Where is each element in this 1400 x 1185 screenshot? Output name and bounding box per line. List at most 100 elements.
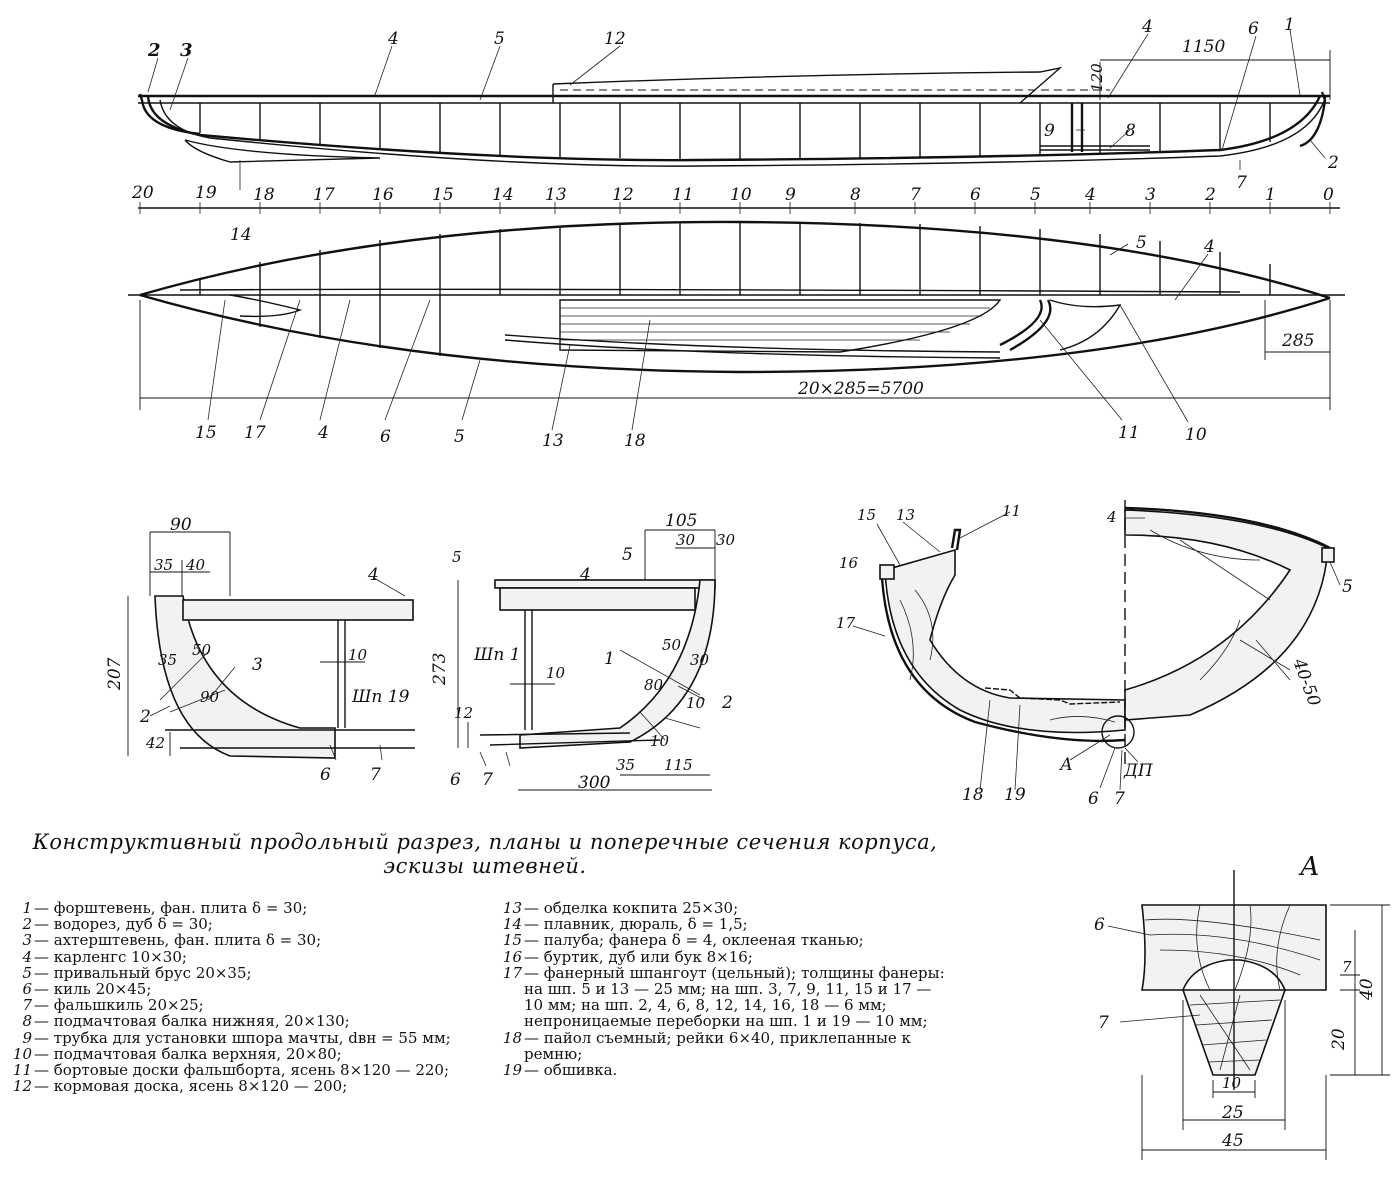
figure-caption: Конструктивный продольный разрез, планы …	[0, 830, 970, 878]
svg-text:1: 1	[604, 649, 615, 669]
svg-text:7: 7	[482, 770, 493, 790]
svg-text:5: 5	[452, 548, 462, 566]
legend-item: 15— палуба; фанера δ = 4, оклееная ткань…	[502, 931, 864, 950]
svg-text:40: 40	[1357, 978, 1377, 1001]
svg-text:10: 10	[348, 646, 368, 664]
svg-text:10: 10	[1222, 1074, 1242, 1092]
legend-item: 1— форштевень, фан. плита δ = 30;	[22, 899, 308, 917]
svg-text:5: 5	[494, 29, 505, 49]
svg-text:6: 6	[380, 427, 391, 447]
svg-text:6: 6	[320, 765, 331, 785]
svg-text:4: 4	[579, 565, 591, 585]
legend-item: 5— привальный брус 20×35;	[22, 963, 252, 982]
detail-a-title: А	[1300, 852, 1320, 882]
detail-a-mark	[1101, 715, 1135, 749]
svg-text:25: 25	[1221, 1103, 1244, 1123]
svg-text:2: 2	[1327, 153, 1339, 173]
svg-text:13: 13	[542, 431, 564, 451]
svg-text:285: 285	[1281, 331, 1314, 351]
dim-1150	[1100, 50, 1331, 100]
svg-text:273: 273	[430, 653, 450, 686]
bow-keel	[479, 732, 661, 746]
svg-text:20: 20	[1329, 1028, 1349, 1051]
svg-text:40: 40	[185, 556, 206, 574]
svg-text:12: 12	[612, 185, 634, 205]
legend-item: 7— фальшкиль 20×25;	[22, 996, 204, 1015]
svg-text:3: 3	[1145, 185, 1156, 205]
dim-5700	[139, 300, 1331, 410]
deck-15	[1124, 506, 1331, 550]
svg-text:80: 80	[644, 676, 664, 694]
profile-callouts: 2 3 4 5 12 4 1150 6 1 120 9 8 2 7 14	[147, 15, 1339, 245]
svg-text:12: 12	[604, 29, 626, 49]
plan-outline-lower	[139, 293, 1331, 374]
legend-item: 3— ахтерштевень, фан. плита δ = 30;	[22, 931, 322, 950]
svg-text:2: 2	[721, 693, 733, 713]
svg-text:4: 4	[367, 565, 379, 585]
coaming-side-11	[950, 528, 962, 551]
legend-item: 6— киль 20×45;	[22, 980, 152, 999]
svg-text:10: 10	[1185, 425, 1207, 445]
floorboards-18	[984, 687, 1121, 705]
svg-text:50: 50	[192, 641, 212, 659]
legend-item: 12— кормовая доска, ясень 8×120 — 200;	[12, 1077, 348, 1096]
legend-item: 8— подмачтовая балка нижняя, 20×130;	[22, 1012, 350, 1031]
svg-text:2: 2	[1204, 185, 1216, 205]
legend-item: 13— обделка кокпита 25×30;	[502, 899, 739, 917]
svg-text:7: 7	[1342, 958, 1352, 976]
deck-torn-fwd	[1049, 299, 1122, 351]
stern-post-sketch: 90 35 40 207 35 50 90 42 10 4 3 2 Шп 19 …	[105, 515, 415, 785]
construction-drawing: 20 19 18 17 16 15 14 13 12 11 10 9 8 7 6…	[105, 15, 1353, 809]
stern-post	[138, 93, 201, 136]
legend-item: 17— фанерный шпангоут (цельный); толщины…	[502, 963, 945, 1031]
svg-text:42: 42	[145, 734, 165, 752]
svg-text:2: 2	[139, 707, 151, 727]
svg-text:ДП: ДП	[1123, 761, 1154, 781]
svg-text:10: 10	[546, 664, 566, 682]
svg-text:18: 18	[624, 431, 646, 451]
svg-text:20: 20	[131, 183, 154, 203]
svg-text:15: 15	[857, 506, 876, 524]
svg-text:9: 9	[1044, 121, 1055, 141]
svg-text:6: 6	[1248, 19, 1259, 39]
frame-right	[1124, 509, 1329, 721]
svg-text:Шп 19: Шп 19	[351, 687, 410, 707]
svg-text:7: 7	[370, 765, 381, 785]
svg-text:0: 0	[1323, 185, 1334, 205]
svg-text:300: 300	[578, 773, 611, 793]
svg-text:35: 35	[616, 756, 635, 774]
svg-text:30: 30	[676, 531, 696, 549]
rub-rail-16	[879, 564, 895, 580]
svg-text:7: 7	[910, 185, 921, 205]
svg-text:3: 3	[180, 40, 193, 61]
legend-item: 19— обшивка.	[502, 1061, 618, 1080]
svg-text:7: 7	[1236, 173, 1247, 193]
deck-torn-aft	[229, 294, 303, 318]
svg-text:30: 30	[716, 531, 736, 549]
svg-text:16: 16	[839, 554, 859, 572]
plan-frames	[199, 222, 1271, 356]
bow-stem-sketch: 105 30 30 5 273 10 50 30 80 12 10 10 35 …	[430, 511, 736, 793]
svg-text:50: 50	[662, 636, 682, 654]
svg-text:120: 120	[1088, 63, 1106, 92]
svg-text:7: 7	[1098, 1013, 1109, 1033]
svg-text:8: 8	[850, 185, 861, 205]
legend-right: 13— обделка кокпита 25×30; 14— плавник, …	[498, 900, 948, 1078]
svg-text:11: 11	[1118, 423, 1140, 443]
plan-callouts: 5 4 285 15 17 4 6 5 13 18 11 10	[195, 233, 1314, 451]
bow-carlin	[494, 579, 716, 589]
svg-text:10: 10	[650, 732, 670, 750]
legend-item: 11— бортовые доски фальшборта, ясень 8×1…	[12, 1061, 449, 1080]
legend-left: 1— форштевень, фан. плита δ = 30; 2— вод…	[8, 899, 478, 1096]
legend-item: 14— плавник, дюраль, δ = 1,5;	[502, 915, 748, 934]
svg-text:12: 12	[454, 704, 473, 722]
svg-text:10: 10	[686, 694, 706, 712]
svg-text:4: 4	[317, 423, 329, 443]
svg-text:6: 6	[1094, 915, 1105, 935]
mast-beam-8	[1040, 145, 1150, 151]
svg-text:8: 8	[1125, 121, 1136, 141]
svg-text:5: 5	[454, 427, 465, 447]
legend-item: 4— карленгс 10×30;	[22, 947, 187, 966]
cockpit-trim-13	[504, 334, 1001, 359]
legend-item: 2— водорез, дуб δ = 30;	[22, 915, 213, 934]
